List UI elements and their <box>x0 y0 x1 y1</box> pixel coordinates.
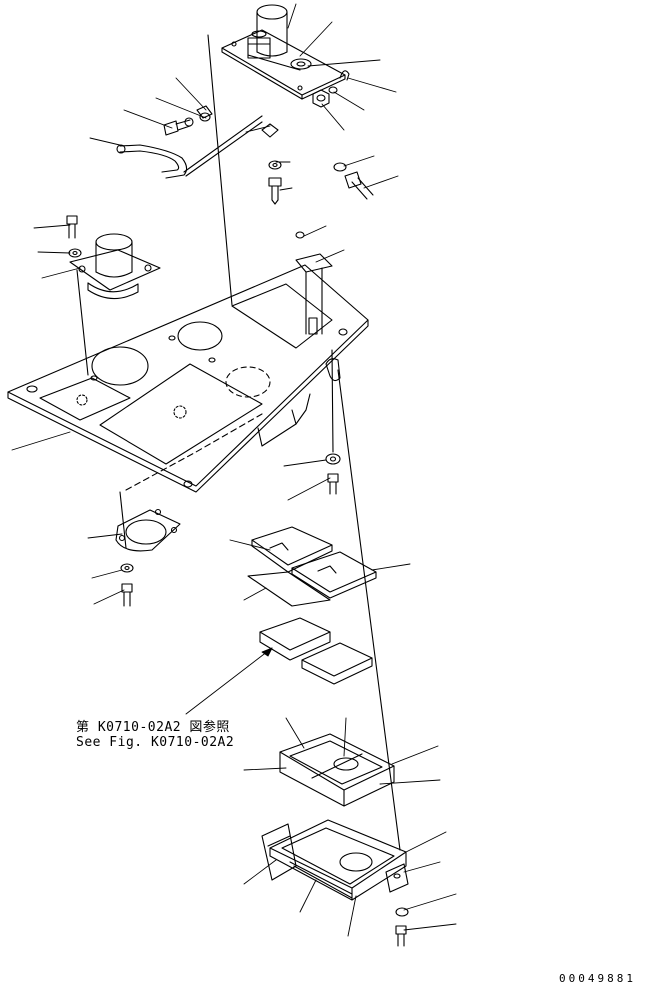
reference-note-japanese: 第 K0710-02A2 図参照 <box>76 720 230 735</box>
floor-pads-lower <box>260 618 372 684</box>
reference-note-english: See Fig. K0710-02A2 <box>76 735 235 750</box>
document-id: 00049881 <box>559 972 636 985</box>
floor-pads-upper <box>248 527 376 606</box>
tray <box>280 734 394 806</box>
top-bracket-assembly <box>117 5 373 305</box>
lower-flange <box>116 492 180 606</box>
right-bolt-stack <box>326 350 400 850</box>
bottom-pan <box>262 820 408 946</box>
left-switch-assembly <box>67 216 160 375</box>
leader-lines <box>12 4 456 936</box>
main-floor-plate <box>8 232 368 492</box>
